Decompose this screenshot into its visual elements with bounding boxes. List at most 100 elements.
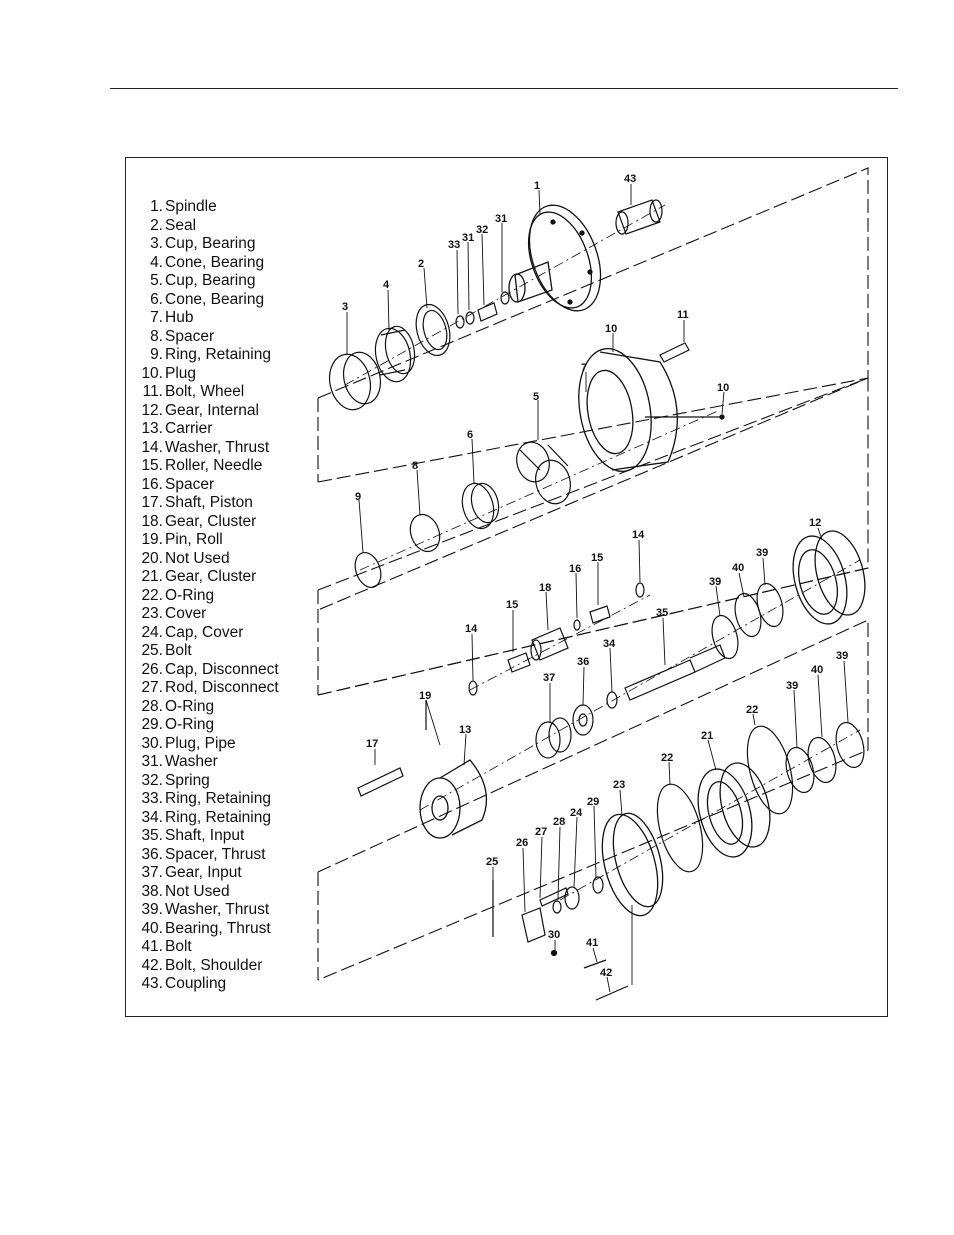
spacer-8 — [409, 513, 441, 553]
legend-item: 20.Not Used — [134, 550, 279, 569]
item-number: 21. — [141, 568, 163, 585]
section-outlines — [317, 167, 869, 981]
thrust-washer-14a — [635, 582, 645, 598]
item-label: Coupling — [165, 975, 227, 992]
spacer-16 — [573, 619, 581, 631]
callout-9: 9 — [355, 491, 361, 503]
callout-5: 5 — [533, 391, 539, 403]
parts-legend: 1.Spindle 2.Seal 3.Cup, Bearing 4.Cone, … — [134, 198, 279, 994]
callout-39a: 39 — [756, 547, 768, 559]
item-number: 13. — [141, 420, 163, 437]
legend-item: 18.Gear, Cluster — [134, 513, 279, 532]
legend-item: 43.Coupling — [134, 975, 279, 994]
item-label: Shaft, Piston — [165, 494, 253, 511]
item-number: 18. — [141, 512, 163, 530]
callout-21: 21 — [701, 730, 713, 742]
legend-item: 32.Spring — [134, 772, 279, 791]
callout-34: 34 — [603, 638, 616, 650]
thrust-stack-upper — [711, 582, 784, 660]
callout-8: 8 — [412, 460, 418, 472]
callout-37: 37 — [543, 672, 555, 684]
callout-33: 33 — [448, 239, 460, 251]
item-label: Bolt, Wheel — [165, 383, 245, 400]
item-label: Washer, Thrust — [165, 438, 270, 456]
piston-shaft-17 — [357, 767, 404, 797]
item-label: Cone, Bearing — [165, 253, 265, 271]
item-number: 28. — [141, 697, 163, 715]
item-number: 33. — [141, 790, 163, 807]
item-number: 6. — [150, 290, 163, 308]
callout-23: 23 — [613, 779, 625, 791]
item-number: 32. — [141, 771, 163, 789]
cone-bearing-6 — [461, 482, 500, 530]
item-number: 29. — [141, 716, 163, 733]
callout-13: 13 — [459, 724, 471, 736]
legend-item: 38.Not Used — [134, 883, 279, 902]
callout-39c: 39 — [836, 650, 848, 662]
callout-15b: 15 — [506, 599, 518, 611]
callout-12: 12 — [809, 517, 821, 529]
callout-40b: 40 — [811, 664, 823, 676]
legend-item: 28.O-Ring — [134, 698, 279, 717]
bolt-41 — [583, 959, 607, 969]
header-rule — [110, 88, 898, 89]
input-shaft-part — [624, 644, 726, 701]
item-label: Cup, Bearing — [165, 235, 256, 252]
item-label: Spacer — [165, 327, 215, 345]
item-number: 4. — [150, 253, 163, 271]
item-number: 19. — [141, 531, 163, 548]
item-number: 24. — [141, 623, 163, 641]
cover-cap-24 — [564, 886, 580, 910]
thrust-washer-14b — [468, 680, 478, 696]
cluster-gear-18 — [530, 627, 569, 661]
item-number: 30. — [141, 734, 163, 752]
callout-25: 25 — [486, 856, 498, 868]
legend-item: 37.Gear, Input — [134, 864, 279, 883]
needle-roller-15a — [507, 652, 531, 673]
item-label: Plug, Pipe — [165, 734, 236, 752]
item-label: Pin, Roll — [165, 531, 223, 548]
legend-item: 33.Ring, Retaining — [134, 790, 279, 809]
callout-22b: 22 — [661, 752, 673, 764]
thrust-spacer-36 — [572, 704, 594, 736]
item-number: 41. — [141, 938, 163, 955]
item-label: Shaft, Input — [165, 827, 245, 844]
item-label: Washer, Thrust — [165, 901, 270, 918]
item-label: Washer — [165, 753, 218, 770]
legend-item: 36.Spacer, Thrust — [134, 846, 279, 865]
legend-item: 25.Bolt — [134, 642, 279, 661]
wheel-bolt-part — [659, 342, 690, 363]
item-label: Cup, Bearing — [165, 272, 256, 289]
legend-item: 21.Gear, Cluster — [134, 568, 279, 587]
legend-item: 2.Seal — [134, 217, 279, 236]
retaining-ring-9 — [354, 551, 382, 589]
legend-item: 42.Bolt, Shoulder — [134, 957, 279, 976]
item-label: Spacer, Thrust — [165, 845, 266, 863]
item-number: 16. — [141, 475, 163, 493]
legend-item: 29.O-Ring — [134, 716, 279, 735]
disconnect-rod-27 — [539, 887, 569, 907]
o-ring-28 — [552, 900, 562, 914]
callout-3: 3 — [342, 301, 348, 313]
callout-22a: 22 — [746, 704, 758, 716]
cup-bearing-3 — [328, 351, 382, 411]
item-label: Roller, Needle — [165, 457, 263, 474]
item-label: Spindle — [165, 198, 217, 215]
item-label: Seal — [165, 216, 197, 234]
item-label: Cover — [165, 605, 207, 622]
callout-11: 11 — [677, 309, 689, 321]
callout-41: 41 — [586, 937, 598, 949]
legend-item: 9.Ring, Retaining — [134, 346, 279, 365]
legend-item: 23.Cover — [134, 605, 279, 624]
item-number: 10. — [141, 364, 163, 382]
item-label: Bolt, Shoulder — [165, 956, 263, 974]
legend-item: 4.Cone, Bearing — [134, 254, 279, 273]
item-number: 22. — [141, 586, 163, 604]
retaining-ring-34 — [606, 691, 618, 709]
o-ring-22b — [746, 725, 794, 815]
legend-item: 11.Bolt, Wheel — [134, 383, 279, 402]
small-rings-31-33 — [455, 291, 510, 329]
item-number: 8. — [150, 327, 163, 345]
item-number: 12. — [141, 401, 163, 419]
legend-item: 19.Pin, Roll — [134, 531, 279, 550]
